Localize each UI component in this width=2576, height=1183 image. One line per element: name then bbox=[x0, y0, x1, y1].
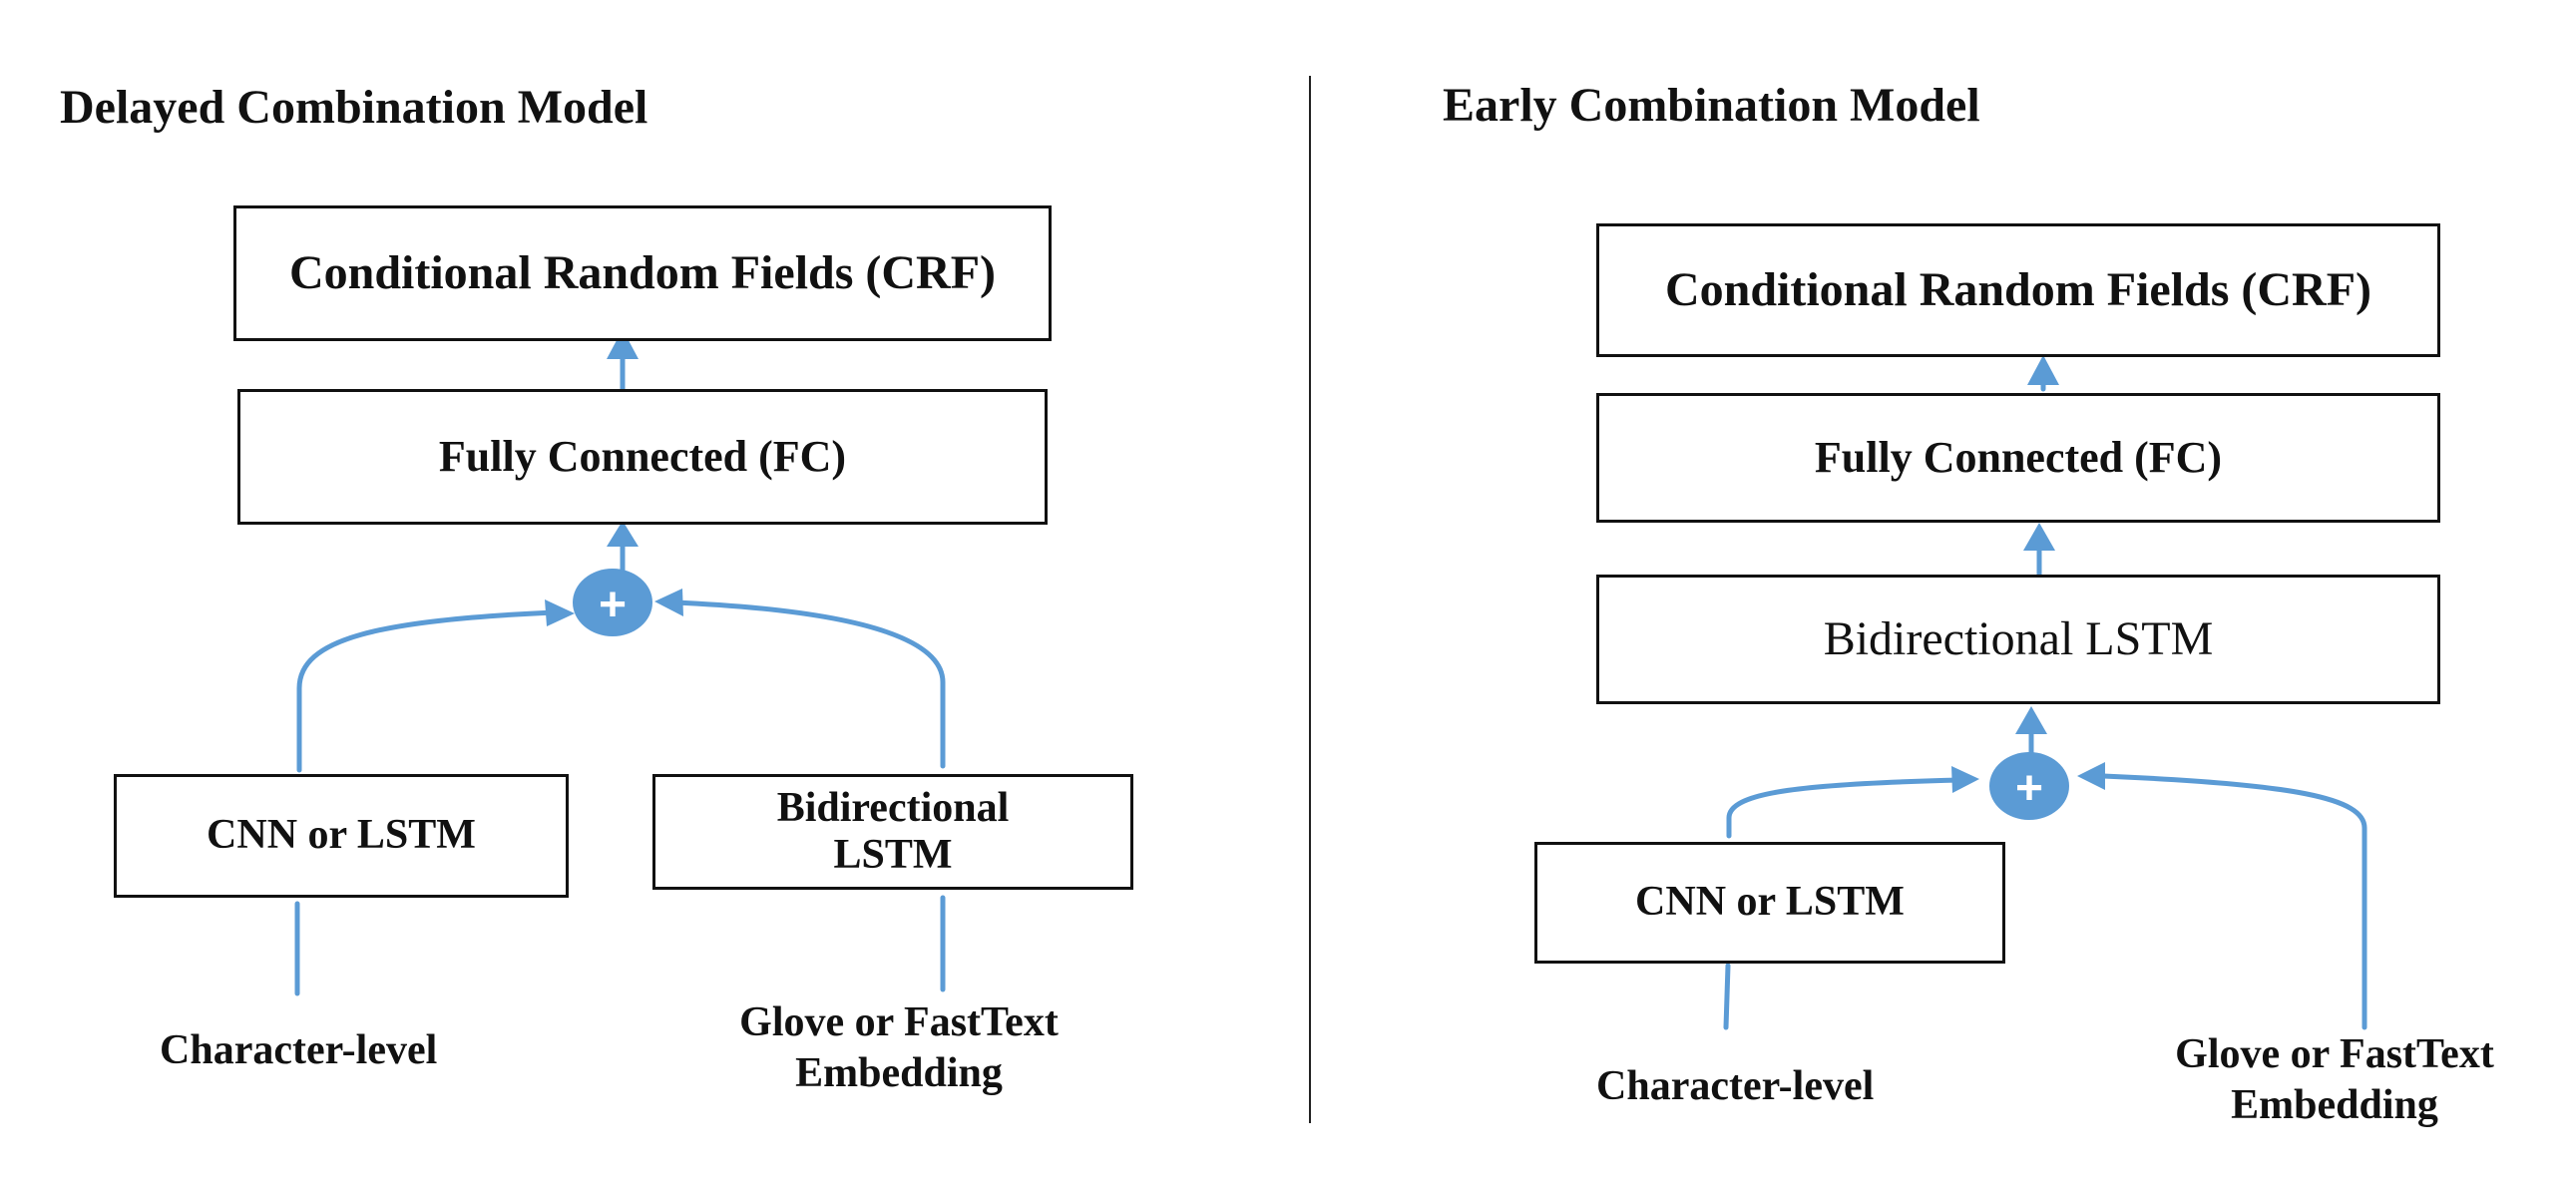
right-fc-box: Fully Connected (FC) bbox=[1596, 393, 2440, 523]
left-arrowhead-plus-right bbox=[654, 589, 683, 616]
right-char-level-label: Character-level bbox=[1596, 1063, 1875, 1109]
right-crf-box: Conditional Random Fields (CRF) bbox=[1596, 223, 2440, 357]
left-glove-label-line2: Embedding bbox=[795, 1050, 1003, 1097]
left-bilstm-box: Bidirectional LSTM bbox=[652, 774, 1133, 890]
left-bilstm-label-line1: Bidirectional bbox=[776, 784, 1010, 831]
right-crf-label: Conditional Random Fields (CRF) bbox=[1664, 263, 2372, 317]
right-arrow-glove-to-plus bbox=[2100, 773, 2367, 1030]
left-arrowhead-crf bbox=[607, 329, 639, 359]
right-bilstm-label: Bidirectional LSTM bbox=[1823, 612, 2214, 666]
right-arrowhead-plus-left bbox=[1951, 766, 1979, 793]
left-glove-label: Glove or FastText Embedding bbox=[714, 997, 1083, 1099]
left-plus-circle bbox=[573, 569, 652, 636]
left-arrow-cnn-to-plus bbox=[296, 609, 557, 773]
left-glove-label-line1: Glove or FastText bbox=[739, 999, 1059, 1045]
right-plus-circle bbox=[1989, 752, 2069, 820]
left-fc-box: Fully Connected (FC) bbox=[237, 389, 1048, 525]
right-line-char-to-cnn bbox=[1723, 963, 1731, 1030]
left-plus-sign: + bbox=[599, 579, 627, 631]
left-arrow-bilstm-to-plus bbox=[670, 599, 946, 769]
left-title: Delayed Combination Model bbox=[60, 81, 648, 134]
right-plus-sign: + bbox=[2015, 762, 2043, 815]
left-arrowhead-fc bbox=[607, 521, 639, 547]
right-arrow-cnn-to-plus bbox=[1726, 777, 1963, 839]
right-cnn-label: CNN or LSTM bbox=[1635, 879, 1905, 926]
right-fc-label: Fully Connected (FC) bbox=[1814, 433, 2223, 483]
left-arrowhead-plus-left bbox=[545, 599, 575, 626]
left-bilstm-label-line2: LSTM bbox=[833, 832, 953, 878]
right-glove-label: Glove or FastText Embedding bbox=[2145, 1029, 2524, 1131]
right-cnn-box: CNN or LSTM bbox=[1534, 842, 2005, 964]
left-cnn-box: CNN or LSTM bbox=[114, 774, 569, 898]
right-arrowhead-bilstm bbox=[2015, 706, 2047, 734]
right-title: Early Combination Model bbox=[1443, 79, 1980, 132]
right-arrowhead-crf bbox=[2027, 355, 2059, 385]
right-glove-label-line2: Embedding bbox=[2231, 1082, 2438, 1129]
panel-divider bbox=[1309, 76, 1311, 1123]
left-char-level-label: Character-level bbox=[160, 1027, 438, 1073]
left-crf-label: Conditional Random Fields (CRF) bbox=[288, 246, 997, 300]
right-glove-label-line1: Glove or FastText bbox=[2175, 1031, 2494, 1077]
right-arrowhead-fc bbox=[2023, 523, 2055, 551]
left-cnn-label: CNN or LSTM bbox=[207, 812, 476, 859]
right-arrowhead-plus-right bbox=[2077, 762, 2105, 790]
left-fc-label: Fully Connected (FC) bbox=[438, 432, 847, 482]
right-bilstm-box: Bidirectional LSTM bbox=[1596, 575, 2440, 704]
left-crf-box: Conditional Random Fields (CRF) bbox=[233, 205, 1052, 341]
